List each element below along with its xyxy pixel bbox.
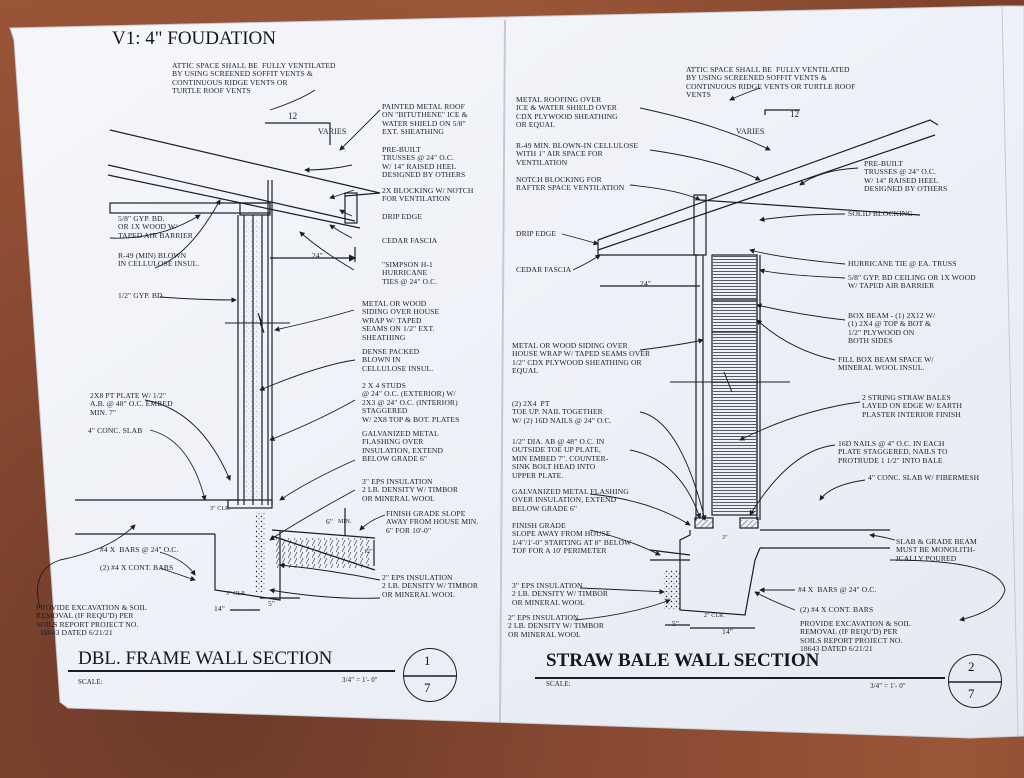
note-trusses-right: PRE-BUILT TRUSSES @ 24" O.C. W/ 14" RAIS…: [864, 159, 948, 194]
note-3in-eps-right: 3" EPS INSULATION 2 LB. DENSITY W/ TIMBO…: [512, 581, 609, 607]
note-hurricane-tie-right: HURRICANE TIE @ EA. TRUSS: [848, 259, 957, 268]
note-2x4-pt-right: (2) 2X4 PT TOE UP. NAIL TOGETHER W/ (2) …: [512, 399, 612, 425]
dim-6in-left: 6": [326, 517, 334, 526]
note-notch-blocking-right: NOTCH BLOCKING FOR RAFTER SPACE VENTILAT…: [516, 175, 625, 193]
note-cedar-fascia-left: CEDAR FASCIA: [382, 236, 438, 245]
note-solid-blocking-right: SOLID BLOCKING: [848, 209, 913, 218]
note-r49-right: R-49 MIN. BLOWN-IN CELLULOSE WITH 1" AIR…: [516, 141, 639, 167]
right-scale-value: 3/4" = 1'- 0": [870, 682, 906, 690]
note-straw-bales-right: 2 STRING STRAW BALES LAYED ON EDGE W/ EA…: [862, 393, 963, 419]
note-finish-grade-right: FINISH GRADE SLOPE AWAY FROM HOUSE 1/4"/…: [512, 521, 632, 556]
note-2in-eps-left: 2" EPS INSULATION 2 LB. DENSITY W/ TIMBO…: [382, 573, 479, 599]
note-monolithic-right: SLAB & GRADE BEAM MUST BE MONOLITH- ICAL…: [896, 537, 977, 563]
note-attic-ventilation-right: ATTIC SPACE SHALL BE FULLY VENTILATED BY…: [686, 65, 856, 100]
note-flashing-right: GALVANIZED METAL FLASHING OVER INSULATIO…: [512, 487, 629, 513]
dim-min-left: MIN.: [338, 519, 352, 525]
dim-clr-right: 2" CLR.: [704, 613, 725, 619]
note-drip-edge-left: DRIP EDGE: [382, 212, 423, 221]
roof-pitch-right: 12: [790, 109, 800, 119]
dim-12in-left: 12": [364, 549, 373, 555]
right-section-title: STRAW BALE WALL SECTION: [546, 650, 820, 671]
roof-varies-right: VARIES: [736, 127, 765, 136]
note-3in-eps-left: 3" EPS INSULATION 2 LB. DENSITY W/ TIMBO…: [362, 477, 459, 503]
note-hurricane-ties-left: "SIMPSON H-1 HURRICANE TIES @ 24" O.C.: [382, 260, 438, 286]
note-bars-left: #4 X BARS @ 24" O.C.: [100, 545, 179, 554]
note-gyp-bd-left: 5/8" GYP. BD. OR 1X WOOD W/ TAPED AIR BA…: [118, 214, 193, 240]
dim-overhang-right: 24": [640, 279, 651, 288]
note-dense-packed-left: DENSE PACKED BLOWN IN CELLULOSE INSUL.: [362, 347, 434, 373]
note-cont-bars-left: (2) #4 X CONT. BARS: [100, 563, 174, 572]
dim-clr2-left: 3" CLR.: [210, 506, 231, 512]
note-r49-left: R-49 (MIN) BLOWN IN CELLULOSE INSUL.: [118, 251, 200, 269]
note-cont-bars-right: (2) #4 X CONT. BARS: [800, 605, 874, 614]
note-fill-box-beam-right: FILL BOX BEAM SPACE W/ MINERAL WOOL INSU…: [838, 355, 934, 373]
note-half-gyp-left: 1/2" GYP. BD.: [118, 291, 165, 300]
roof-varies-left: VARIES: [318, 127, 347, 136]
note-conc-slab-right: 4" CONC. SLAB W/ FIBERMESH: [868, 473, 980, 482]
note-attic-ventilation-left: ATTIC SPACE SHALL BE FULLY VENTILATED BY…: [172, 61, 336, 96]
note-conc-slab-left: 4" CONC. SLAB: [88, 426, 143, 435]
dim-5in-left: 5": [268, 599, 276, 608]
note-excavation-left: PROVIDE EXCAVATION & SOIL REMOVAL (IF RE…: [36, 603, 147, 638]
note-gyp-ceiling-right: 5/8" GYP. BD CEILING OR 1X WOOD W/ TAPED…: [848, 273, 976, 291]
left-scale-label: SCALE:: [78, 678, 103, 686]
note-trusses-left: PRE-BUILT TRUSSES @ 24" O.C. W/ 14" RAIS…: [382, 145, 466, 180]
note-16d-nails-right: 16d NAILS @ 4" O.C. IN EACH PLATE STAGGE…: [838, 439, 948, 465]
dim-14in-left: 14": [214, 604, 225, 613]
center-fold: [499, 19, 506, 723]
note-siding-left: METAL OR WOOD SIDING OVER HOUSE WRAP W/ …: [362, 299, 440, 342]
note-drip-edge-right: DRIP EDGE: [516, 229, 557, 238]
left-detail-bubble: [403, 648, 457, 702]
note-2in-eps-right: 2" EPS INSULATION 2 LB. DENSITY W/ TIMBO…: [508, 613, 605, 639]
right-detail-bubble: [948, 654, 1002, 708]
right-detail-number: 2: [968, 659, 975, 674]
right-sheet-number: 7: [968, 686, 975, 701]
left-section-title: DBL. FRAME WALL SECTION: [78, 648, 333, 669]
dim-clr-left: 3" CLR.: [226, 591, 247, 597]
note-cedar-fascia-right: CEDAR FASCIA: [516, 265, 572, 274]
note-siding-right: METAL OR WOOD SIDING OVER HOUSE WRAP W/ …: [512, 341, 651, 376]
dim-3in-right: 3": [722, 535, 728, 541]
note-pt-plate-left: 2X8 PT PLATE W/ 1/2" A.B. @ 48" O.C. EMB…: [90, 391, 173, 417]
note-metal-roof-left: PAINTED METAL ROOF ON "BITUTHENE" ICE & …: [382, 102, 468, 137]
note-studs-left: 2 X 4 STUDS @ 24" O.C. (EXTERIOR) W/ 2X3…: [362, 381, 460, 424]
note-flashing-left: GALVANIZED METAL FLASHING OVER INSULATIO…: [362, 429, 444, 464]
note-finish-grade-left: FINISH GRADE SLOPE AWAY FROM HOUSE MIN. …: [386, 509, 479, 535]
note-metal-roofing-right: METAL ROOFING OVER ICE & WATER SHIELD OV…: [516, 95, 618, 130]
note-blocking-left: 2X BLOCKING W/ NOTCH FOR VENTILATION: [382, 186, 474, 204]
left-detail-number: 1: [424, 653, 431, 668]
dim-14in-right: 14": [722, 627, 733, 636]
note-excavation-right: PROVIDE EXCAVATION & SOIL REMOVAL (IF RE…: [800, 619, 911, 654]
note-anchor-bolt-right: 1/2" DIA. AB @ 48" O.C. IN OUTSIDE TOE U…: [512, 437, 609, 480]
note-bars-right: #4 X BARS @ 24" O.C.: [798, 585, 877, 594]
right-scale-label: SCALE:: [546, 680, 571, 688]
note-box-beam-right: BOX BEAM - (1) 2x12 W/ (1) 2X4 @ TOP & B…: [848, 311, 936, 346]
dim-5in-right: 5": [672, 619, 680, 628]
dim-overhang-left: 24": [312, 251, 323, 260]
sheet-title: V1: 4" FOUDATION: [112, 28, 276, 49]
left-scale-value: 3/4" = 1'- 0": [342, 676, 378, 684]
left-sheet-number: 7: [424, 680, 431, 695]
roof-pitch-left: 12: [288, 111, 298, 121]
